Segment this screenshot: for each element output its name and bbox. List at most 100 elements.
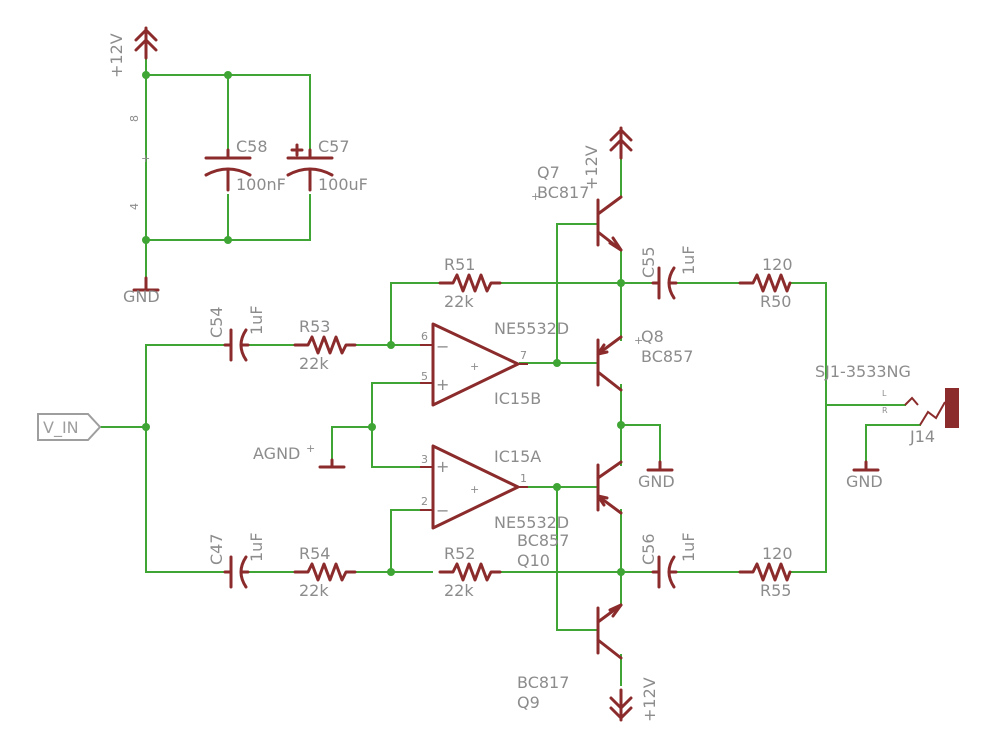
resistor-r55: 120 R55 — [738, 544, 793, 600]
svg-text:Q8: Q8 — [641, 327, 664, 346]
emitter-arrow-icon — [608, 236, 623, 252]
svg-text:+: + — [436, 375, 449, 394]
svg-text:R: R — [882, 406, 888, 415]
svg-text:Q9: Q9 — [517, 693, 540, 712]
supply-12v-top-left: +12V — [107, 26, 158, 78]
svg-text:1uF: 1uF — [679, 245, 698, 275]
wires — [99, 59, 921, 686]
emitter-arrow-icon — [608, 603, 623, 618]
svg-text:+: + — [141, 152, 150, 165]
svg-text:R55: R55 — [760, 581, 791, 600]
svg-text:BC857: BC857 — [641, 347, 693, 366]
wire-jack — [825, 404, 921, 461]
svg-text:NE5532D: NE5532D — [494, 513, 569, 532]
wire-bottom-bus — [145, 194, 311, 241]
port-flag-icon — [37, 413, 102, 441]
jack-body-icon — [945, 388, 959, 428]
wire-outputs — [672, 282, 827, 573]
svg-text:AGND: AGND — [253, 444, 300, 463]
svg-text:+12V: +12V — [582, 145, 601, 190]
resistor-r53: R53 22k — [293, 317, 357, 373]
resistor-r52: R52 22k — [438, 544, 502, 600]
svg-text:R53: R53 — [299, 317, 330, 336]
capacitor-c47: C47 1uF — [207, 532, 266, 589]
gnd-jack: GND — [846, 460, 883, 491]
wire-agnd — [331, 382, 431, 468]
capacitor-c54: C54 1uF — [207, 305, 266, 362]
svg-text:+: + — [470, 483, 479, 496]
transistor-q8: Q8 BC857 + — [596, 327, 693, 392]
opamp-ic15b: − + + 6 5 7 NE5532D IC15B — [420, 319, 569, 408]
svg-text:C56: C56 — [639, 533, 658, 565]
wire-r51-feedback — [390, 282, 654, 346]
ground-icon — [852, 460, 880, 472]
svg-text:+: + — [436, 457, 449, 476]
supply-12v-q7: +12V — [582, 126, 633, 190]
svg-text:22k: 22k — [444, 581, 474, 600]
svg-text:J14: J14 — [909, 427, 935, 446]
capacitor-c56: C56 1uF — [639, 532, 698, 589]
wire-ic15b-out — [519, 223, 599, 364]
svg-text:NE5532D: NE5532D — [494, 319, 569, 338]
svg-text:8: 8 — [128, 115, 141, 122]
svg-text:R50: R50 — [760, 292, 791, 311]
svg-text:BC817: BC817 — [537, 183, 589, 202]
svg-text:C55: C55 — [639, 246, 658, 278]
svg-text:GND: GND — [638, 472, 675, 491]
svg-text:IC15A: IC15A — [494, 447, 541, 466]
arrow-up-icon — [134, 26, 158, 60]
svg-text:120: 120 — [762, 255, 793, 274]
wire-cap-res — [244, 344, 296, 573]
wire-ic15a-minus — [390, 509, 433, 573]
svg-text:22k: 22k — [444, 292, 474, 311]
svg-text:100nF: 100nF — [236, 175, 286, 194]
svg-text:Q7: Q7 — [537, 163, 560, 182]
svg-text:+: + — [531, 190, 540, 203]
transistor-q9: BC817 Q9 — [517, 603, 623, 712]
svg-text:+12V: +12V — [107, 33, 126, 78]
svg-text:C54: C54 — [207, 306, 226, 338]
ground-icon — [318, 458, 346, 469]
connector-j14: SJ1-3533NG L R J14 — [815, 362, 959, 446]
opamp-supply-pins: 8 + 4 — [128, 115, 150, 210]
resistor-r51: R51 22k — [438, 255, 502, 311]
junction-dots — [142, 71, 625, 576]
svg-text:+12V: +12V — [640, 677, 659, 722]
svg-text:3: 3 — [421, 453, 428, 466]
svg-text:4: 4 — [128, 203, 141, 210]
wire-input — [99, 344, 226, 573]
capacitor-c58: C58 100nF — [204, 137, 286, 194]
ground-icon — [132, 276, 160, 292]
svg-text:22k: 22k — [299, 581, 329, 600]
wire-gnd-mid — [620, 424, 661, 461]
svg-text:+: + — [306, 442, 315, 455]
svg-text:R54: R54 — [299, 544, 330, 563]
svg-text:R51: R51 — [444, 255, 475, 274]
svg-text:C57: C57 — [318, 137, 350, 156]
svg-text:1uF: 1uF — [679, 532, 698, 562]
wire-top-bus — [145, 74, 311, 151]
svg-text:1uF: 1uF — [247, 532, 266, 562]
resistor-r54: R54 22k — [293, 544, 357, 600]
svg-text:100uF: 100uF — [318, 175, 368, 194]
svg-text:2: 2 — [421, 495, 428, 508]
svg-text:GND: GND — [846, 472, 883, 491]
svg-text:+: + — [470, 360, 479, 373]
arrow-up-icon — [609, 126, 633, 160]
svg-text:IC15B: IC15B — [494, 389, 541, 408]
svg-text:22k: 22k — [299, 354, 329, 373]
svg-text:SJ1-3533NG: SJ1-3533NG — [815, 362, 911, 381]
supply-12v-q9: +12V — [609, 677, 659, 722]
transistor-q10: BC857 Q10 — [517, 460, 623, 570]
transistor-q7: Q7 BC817 + — [531, 163, 623, 252]
svg-text:1uF: 1uF — [247, 305, 266, 335]
arrow-down-icon — [609, 688, 633, 722]
svg-text:+: + — [634, 334, 643, 347]
svg-text:7: 7 — [520, 349, 527, 362]
svg-text:−: − — [436, 501, 449, 520]
svg-text:5: 5 — [421, 370, 428, 383]
agnd-symbol: AGND + — [253, 442, 346, 469]
gnd-output: GND — [638, 460, 675, 491]
input-port-v-in[interactable]: V_IN — [37, 413, 102, 441]
